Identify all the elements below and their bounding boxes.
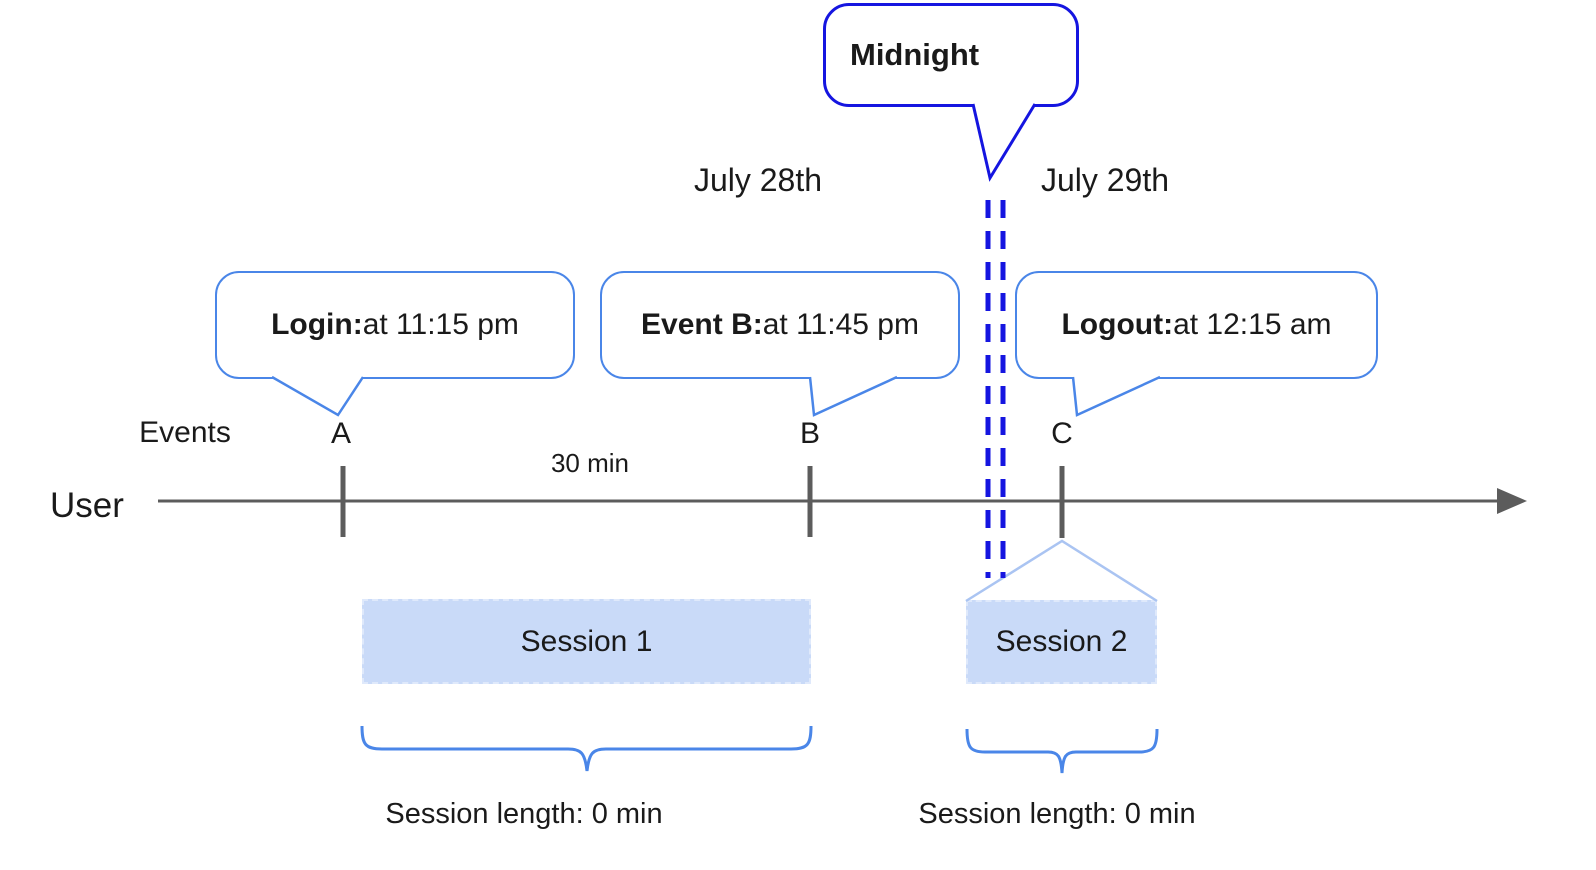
event-b-callout-title: Event B: [641, 308, 763, 341]
user-axis-label: User [50, 486, 124, 525]
session-2-length-label: Session length: 0 min [918, 798, 1196, 830]
login-callout-title: Login: [271, 308, 363, 341]
session-2-bar: Session 2 [966, 600, 1157, 684]
logout-callout-title: Logout: [1061, 308, 1174, 341]
session-1-bar: Session 1 [362, 599, 811, 684]
interval-label: 30 min [550, 448, 630, 478]
login-callout: Login: at 11:15 pm [215, 271, 575, 379]
logout-callout: Logout: at 12:15 am [1015, 271, 1378, 379]
logout-callout-tail [1071, 375, 1161, 417]
event-b-callout: Event B: at 11:45 pm [600, 271, 960, 379]
session-2-label: Session 2 [995, 625, 1128, 658]
session-1-label: Session 1 [520, 624, 653, 658]
midnight-callout: Midnight [823, 3, 1079, 107]
session-2-connector [965, 539, 1158, 603]
date-label-july-29: July 29th [1040, 162, 1170, 198]
session-1-brace [360, 725, 813, 772]
events-row-label: Events [139, 416, 231, 449]
login-callout-tail [271, 375, 365, 417]
marker-b-label: B [799, 417, 820, 450]
event-b-callout-tail [808, 375, 898, 417]
session-2-brace [965, 728, 1159, 774]
date-label-july-28: July 28th [693, 162, 823, 198]
session-1-length-label: Session length: 0 min [385, 798, 663, 830]
logout-callout-time: at 12:15 am [1173, 308, 1332, 341]
login-callout-time: at 11:15 pm [362, 308, 519, 341]
event-b-callout-time: at 11:45 pm [762, 308, 919, 341]
marker-c-label: C [1051, 417, 1073, 450]
marker-a-label: A [330, 417, 351, 450]
timeline-arrowhead-icon [1497, 488, 1527, 514]
midnight-callout-label: Midnight [850, 37, 980, 72]
